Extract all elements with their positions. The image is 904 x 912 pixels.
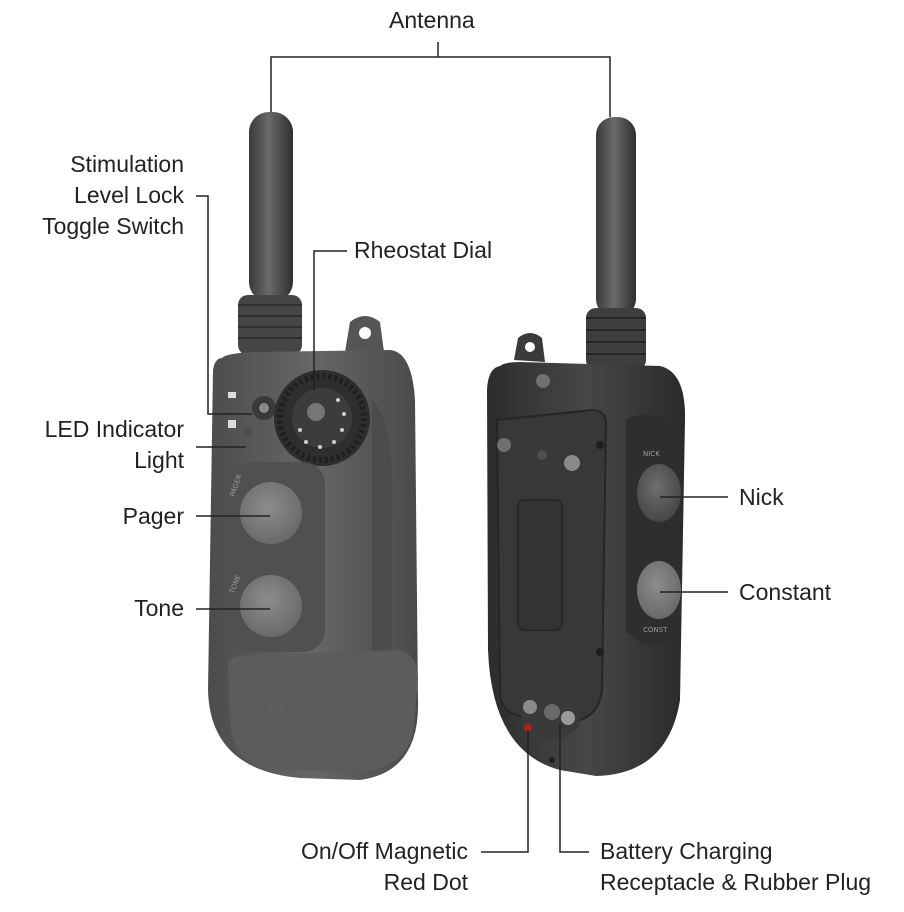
screw [596,648,604,656]
onoff-label-line1: On/Off Magnetic [300,838,468,864]
screw [596,441,604,449]
back-transmitter: NICK CONST [487,117,686,776]
nick-label: Nick [739,484,784,510]
brand-logo: PetsTEK [242,695,325,717]
battery-label-line1: Battery Charging [600,838,773,864]
screw [564,455,580,471]
screw [497,438,511,452]
constant-button[interactable]: CONST [637,561,681,634]
rheostat-label: Rheostat Dial [354,237,493,263]
screw [537,450,547,460]
led-indicator-light [244,428,252,436]
front-lanyard-hole [359,327,371,339]
back-lanyard-hole [525,342,535,352]
battery-label-line2: Receptacle & Rubber Plug [600,869,872,895]
front-bottom-cap [227,650,418,772]
stim-lock-label-line1: Stimulation [70,151,184,177]
rheostat-dial[interactable] [274,370,370,466]
nick-button[interactable]: NICK [637,450,681,522]
on-off-magnetic-red-dot[interactable] [524,724,532,732]
stimulation-lock-toggle[interactable] [228,392,276,428]
led-label-line1: LED Indicator [44,416,184,442]
led-label-line2: Light [134,447,184,473]
charging-receptacle[interactable] [521,689,581,763]
stim-lock-leader [196,195,252,415]
on-off-leader [481,730,529,853]
stim-lock-label-line3: Toggle Switch [42,213,184,239]
antenna-label: Antenna [389,7,475,33]
leader-lines [196,42,728,853]
tone-label: Tone [134,595,184,621]
battery-leader [559,724,589,853]
back-antenna [586,117,646,370]
antenna-leader [270,56,611,117]
back-label-recess [517,499,563,631]
nick-button-text: NICK [643,450,660,458]
constant-button-text: CONST [643,626,668,634]
rheostat-leader [313,250,347,390]
front-transmitter: PAGER TONE PetsTEK [208,112,419,780]
onoff-label-line2: Red Dot [383,869,468,895]
front-antenna [238,112,302,355]
constant-label: Constant [739,579,832,605]
screw [536,374,550,388]
stim-lock-label-line2: Level Lock [74,182,184,208]
pager-label: Pager [122,503,184,529]
